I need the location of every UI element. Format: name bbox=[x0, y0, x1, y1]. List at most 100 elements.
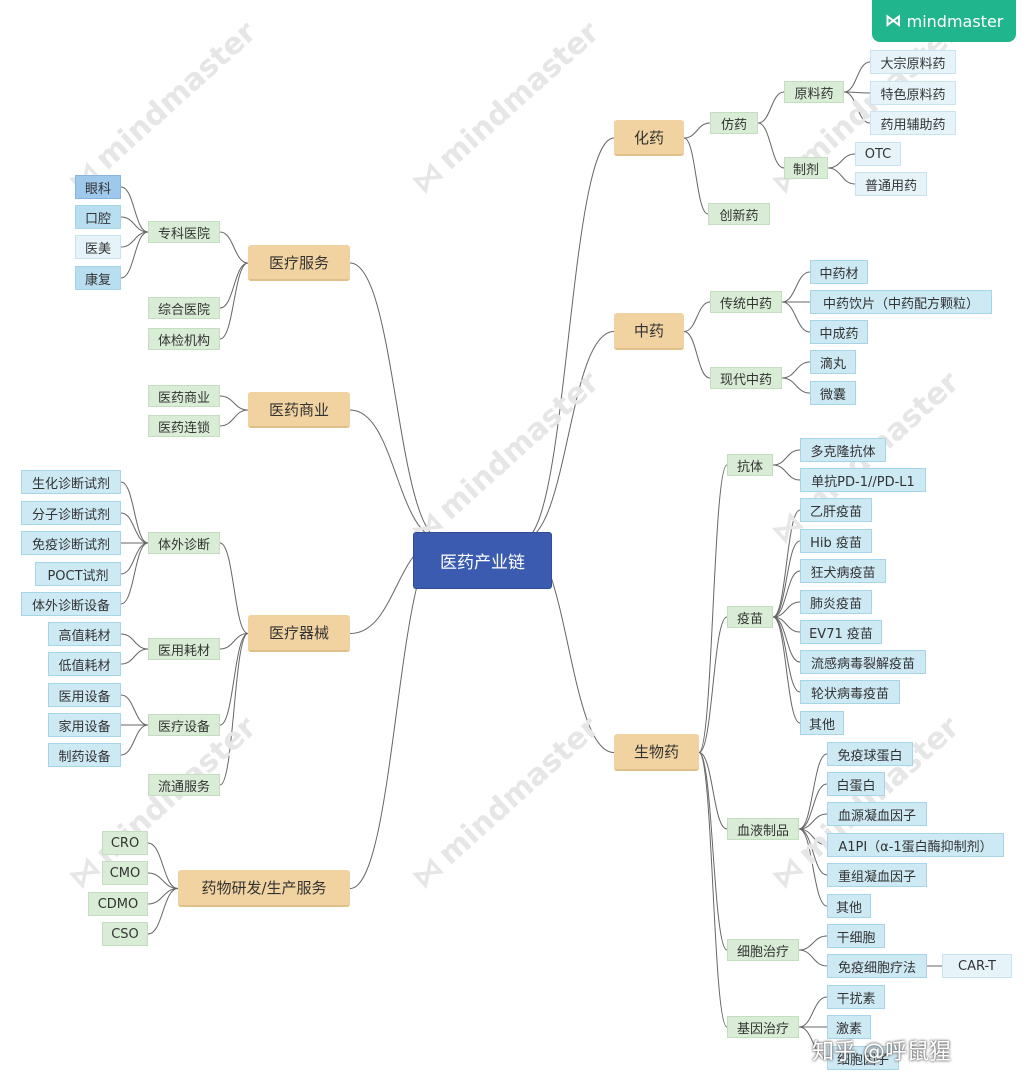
branch-medical-devices[interactable]: 医疗器械 bbox=[248, 615, 350, 652]
leaf-excipients[interactable]: 药用辅助药 bbox=[870, 111, 956, 135]
connector-m-dev-s-consum bbox=[219, 633, 249, 650]
topic-generic-drugs[interactable]: 仿药 bbox=[710, 112, 758, 134]
mindmaster-logo: ⋈mindmaster bbox=[872, 0, 1016, 42]
leaf-stomatology[interactable]: 口腔 bbox=[75, 205, 121, 229]
leaf-pharma-equipment[interactable]: 制药设备 bbox=[48, 743, 121, 767]
topic-specialty-hospitals[interactable]: 专科医院 bbox=[148, 221, 220, 243]
leaf-rabies-vaccine[interactable]: 狂犬病疫苗 bbox=[800, 559, 886, 583]
branch-biologics[interactable]: 生物药 bbox=[614, 734, 699, 771]
leaf-cytokines[interactable]: 细胞因子 bbox=[827, 1046, 899, 1070]
leaf-immuno-reagents[interactable]: 免疫诊断试剂 bbox=[21, 531, 121, 555]
topic-gene-therapy[interactable]: 基因治疗 bbox=[727, 1016, 799, 1038]
leaf-medical-devices[interactable]: 医用设备 bbox=[48, 683, 121, 707]
leaf-flu-vaccine[interactable]: 流感病毒裂解疫苗 bbox=[800, 650, 926, 674]
connector-s-api-l-excip bbox=[843, 91, 871, 124]
branch-pharma-commerce[interactable]: 医药商业 bbox=[248, 392, 350, 428]
leaf-decoction-pieces[interactable]: 中药饮片（中药配方颗粒） bbox=[810, 290, 992, 314]
connector-s-ivd-l-poct bbox=[120, 542, 149, 575]
branch-tcm[interactable]: 中药 bbox=[614, 313, 684, 350]
leaf-low-value-consumables[interactable]: 低值耗材 bbox=[48, 652, 121, 676]
leaf-high-value-consumables[interactable]: 高值耗材 bbox=[48, 622, 121, 646]
connector-s-modtcm-l-pill bbox=[781, 361, 811, 379]
connector-m-dev-s-circ bbox=[219, 633, 249, 786]
topic-checkup-centers[interactable]: 体检机构 bbox=[148, 328, 220, 350]
topic-innovative-drugs[interactable]: 创新药 bbox=[708, 203, 770, 225]
leaf-cdmo[interactable]: CDMO bbox=[88, 892, 148, 916]
topic-vaccines[interactable]: 疫苗 bbox=[727, 606, 773, 628]
leaf-immune-cell-therapy[interactable]: 免疫细胞疗法 bbox=[827, 954, 927, 978]
topic-medical-consumables[interactable]: 医用耗材 bbox=[148, 638, 220, 660]
connector-s-blood-l-plasma bbox=[798, 813, 828, 830]
leaf-medical-aesthetics[interactable]: 医美 bbox=[75, 235, 121, 259]
topic-api[interactable]: 原料药 bbox=[784, 81, 844, 103]
connector-root-m-com bbox=[349, 409, 443, 541]
topic-medical-equipment[interactable]: 医疗设备 bbox=[148, 714, 220, 736]
connector-s-ivd-l-ivdeq bbox=[120, 542, 149, 605]
root-node[interactable]: 医药产业链 bbox=[413, 532, 552, 589]
connector-s-equip-l-medeq bbox=[120, 694, 149, 726]
connector-s-modtcm-l-micro bbox=[781, 377, 811, 394]
connector-s-ab-l-mono bbox=[772, 464, 801, 481]
topic-traditional-tcm[interactable]: 传统中药 bbox=[710, 291, 782, 313]
branch-chemical-drugs[interactable]: 化药 bbox=[614, 120, 684, 156]
connector-m-rd-l-cmo bbox=[147, 872, 179, 889]
branch-rd-production-services[interactable]: 药物研发/生产服务 bbox=[178, 870, 350, 907]
topic-preparations[interactable]: 制剂 bbox=[784, 157, 828, 179]
leaf-biochem-reagents[interactable]: 生化诊断试剂 bbox=[21, 470, 121, 494]
leaf-hormones[interactable]: 激素 bbox=[827, 1015, 871, 1039]
topic-distribution-services[interactable]: 流通服务 bbox=[148, 774, 220, 796]
connector-s-vac-l-vacother bbox=[772, 616, 801, 724]
leaf-common-drugs[interactable]: 普通用药 bbox=[855, 172, 927, 196]
leaf-patent-medicine[interactable]: 中成药 bbox=[810, 320, 868, 344]
leaf-rotavirus-vaccine[interactable]: 轮状病毒疫苗 bbox=[800, 680, 900, 704]
leaf-stem-cells[interactable]: 干细胞 bbox=[827, 924, 885, 948]
leaf-plasma-coag-factor[interactable]: 血源凝血因子 bbox=[827, 802, 927, 826]
leaf-ophthalmology[interactable]: 眼科 bbox=[75, 175, 121, 199]
leaf-hib-vaccine[interactable]: Hib 疫苗 bbox=[800, 529, 872, 553]
leaf-monoclonal-pd1[interactable]: 单抗PD-1//PD-L1 bbox=[800, 468, 926, 492]
connector-root-m-chem bbox=[522, 137, 615, 541]
connector-m-svc-s-check bbox=[219, 262, 249, 340]
topic-antibodies[interactable]: 抗体 bbox=[727, 454, 773, 476]
leaf-cmo[interactable]: CMO bbox=[102, 861, 148, 885]
leaf-microcapsules[interactable]: 微囊 bbox=[810, 381, 856, 405]
leaf-poct-reagents[interactable]: POCT试剂 bbox=[35, 562, 121, 586]
topic-pharma-commerce[interactable]: 医药商业 bbox=[148, 385, 220, 407]
connector-s-ab-l-poly bbox=[772, 449, 801, 466]
leaf-molecular-reagents[interactable]: 分子诊断试剂 bbox=[21, 501, 121, 525]
leaf-recombinant-coag-factor[interactable]: 重组凝血因子 bbox=[827, 863, 927, 887]
leaf-herbs[interactable]: 中药材 bbox=[810, 260, 868, 284]
leaf-car-t[interactable]: CAR-T bbox=[942, 954, 1012, 978]
topic-general-hospitals[interactable]: 综合医院 bbox=[148, 297, 220, 319]
leaf-dripping-pills[interactable]: 滴丸 bbox=[810, 350, 856, 374]
connector-root-m-rd bbox=[349, 539, 443, 889]
leaf-albumin[interactable]: 白蛋白 bbox=[827, 772, 885, 796]
leaf-interferon[interactable]: 干扰素 bbox=[827, 985, 885, 1009]
connector-s-prep-l-rx bbox=[827, 167, 856, 185]
leaf-otc[interactable]: OTC bbox=[855, 142, 901, 166]
leaf-rehabilitation[interactable]: 康复 bbox=[75, 266, 121, 290]
leaf-home-devices[interactable]: 家用设备 bbox=[48, 713, 121, 737]
leaf-immunoglobulin[interactable]: 免疫球蛋白 bbox=[827, 742, 913, 766]
topic-blood-products[interactable]: 血液制品 bbox=[727, 818, 799, 840]
leaf-cso[interactable]: CSO bbox=[102, 922, 148, 946]
leaf-hepb-vaccine[interactable]: 乙肝疫苗 bbox=[800, 498, 872, 522]
leaf-bulk-api[interactable]: 大宗原料药 bbox=[870, 50, 956, 74]
topic-modern-tcm[interactable]: 现代中药 bbox=[710, 367, 782, 389]
topic-in-vitro-diagnostics[interactable]: 体外诊断 bbox=[148, 532, 220, 554]
topic-cell-therapy[interactable]: 细胞治疗 bbox=[727, 939, 799, 961]
leaf-blood-other[interactable]: 其他 bbox=[827, 894, 871, 918]
leaf-ev71-vaccine[interactable]: EV71 疫苗 bbox=[800, 620, 882, 644]
leaf-ivd-equipment[interactable]: 体外诊断设备 bbox=[21, 592, 121, 616]
topic-pharmacy-chains[interactable]: 医药连锁 bbox=[148, 415, 220, 437]
leaf-vaccine-other[interactable]: 其他 bbox=[800, 711, 844, 735]
leaf-a1pi[interactable]: A1PI（α-1蛋白酶抑制剂） bbox=[827, 833, 1004, 857]
leaf-cro[interactable]: CRO bbox=[102, 831, 148, 855]
branch-medical-services[interactable]: 医疗服务 bbox=[248, 245, 350, 281]
leaf-pneumonia-vaccine[interactable]: 肺炎疫苗 bbox=[800, 590, 872, 614]
connector-root-m-svc bbox=[349, 262, 443, 541]
connector-m-com-s-chain bbox=[219, 409, 249, 427]
leaf-polyclonal-antibody[interactable]: 多克隆抗体 bbox=[800, 438, 886, 462]
leaf-specialty-api[interactable]: 特色原料药 bbox=[870, 81, 956, 105]
